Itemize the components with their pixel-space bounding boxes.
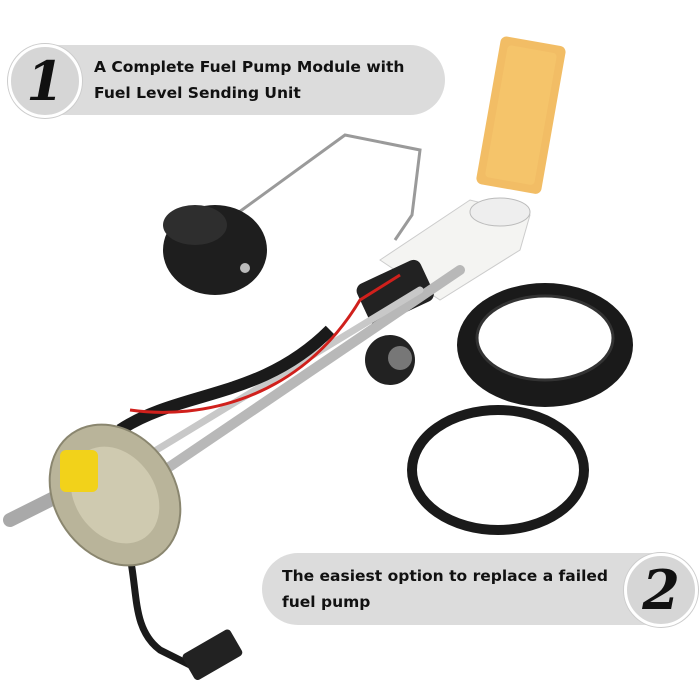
callout-2-number-badge: 2 [624,553,698,627]
o-ring-seal [407,405,589,535]
callout-2 [262,553,695,625]
pump-body [356,197,531,385]
red-wire [129,273,401,414]
callout-2-line-1: The easiest option to replace a failed [282,567,608,585]
float-arm-wire [234,133,422,241]
callout-1-number-badge: 1 [8,44,82,118]
callout-1 [12,45,445,115]
lock-ring [457,283,633,407]
float [163,205,267,295]
electrical-connector [182,629,243,681]
callout-2-line-2: fuel pump [282,593,371,611]
callout-2-text: The easiest option to replace a failed f… [282,563,608,615]
callout-1-line-1: A Complete Fuel Pump Module with [94,58,405,76]
mounting-flange [48,423,182,567]
corrugated-wire-loom [116,325,335,436]
callout-1-line-2: Fuel Level Sending Unit [94,84,301,102]
filter-sock [476,36,566,194]
callout-1-text: A Complete Fuel Pump Module with Fuel Le… [94,54,404,106]
